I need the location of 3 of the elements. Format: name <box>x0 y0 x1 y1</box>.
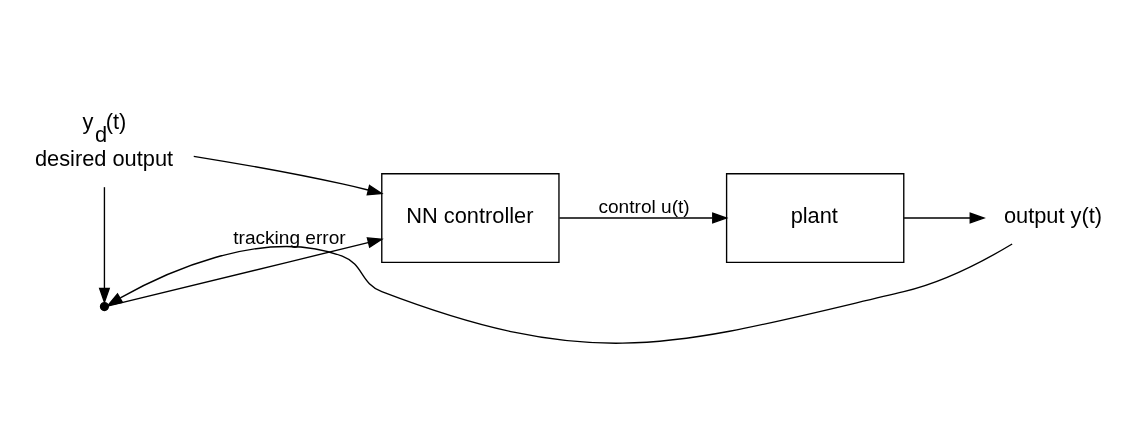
edge-label: control u(t) <box>598 195 690 217</box>
edge-label: tracking error <box>233 227 346 249</box>
node-text: output y(t) <box>1003 203 1103 229</box>
